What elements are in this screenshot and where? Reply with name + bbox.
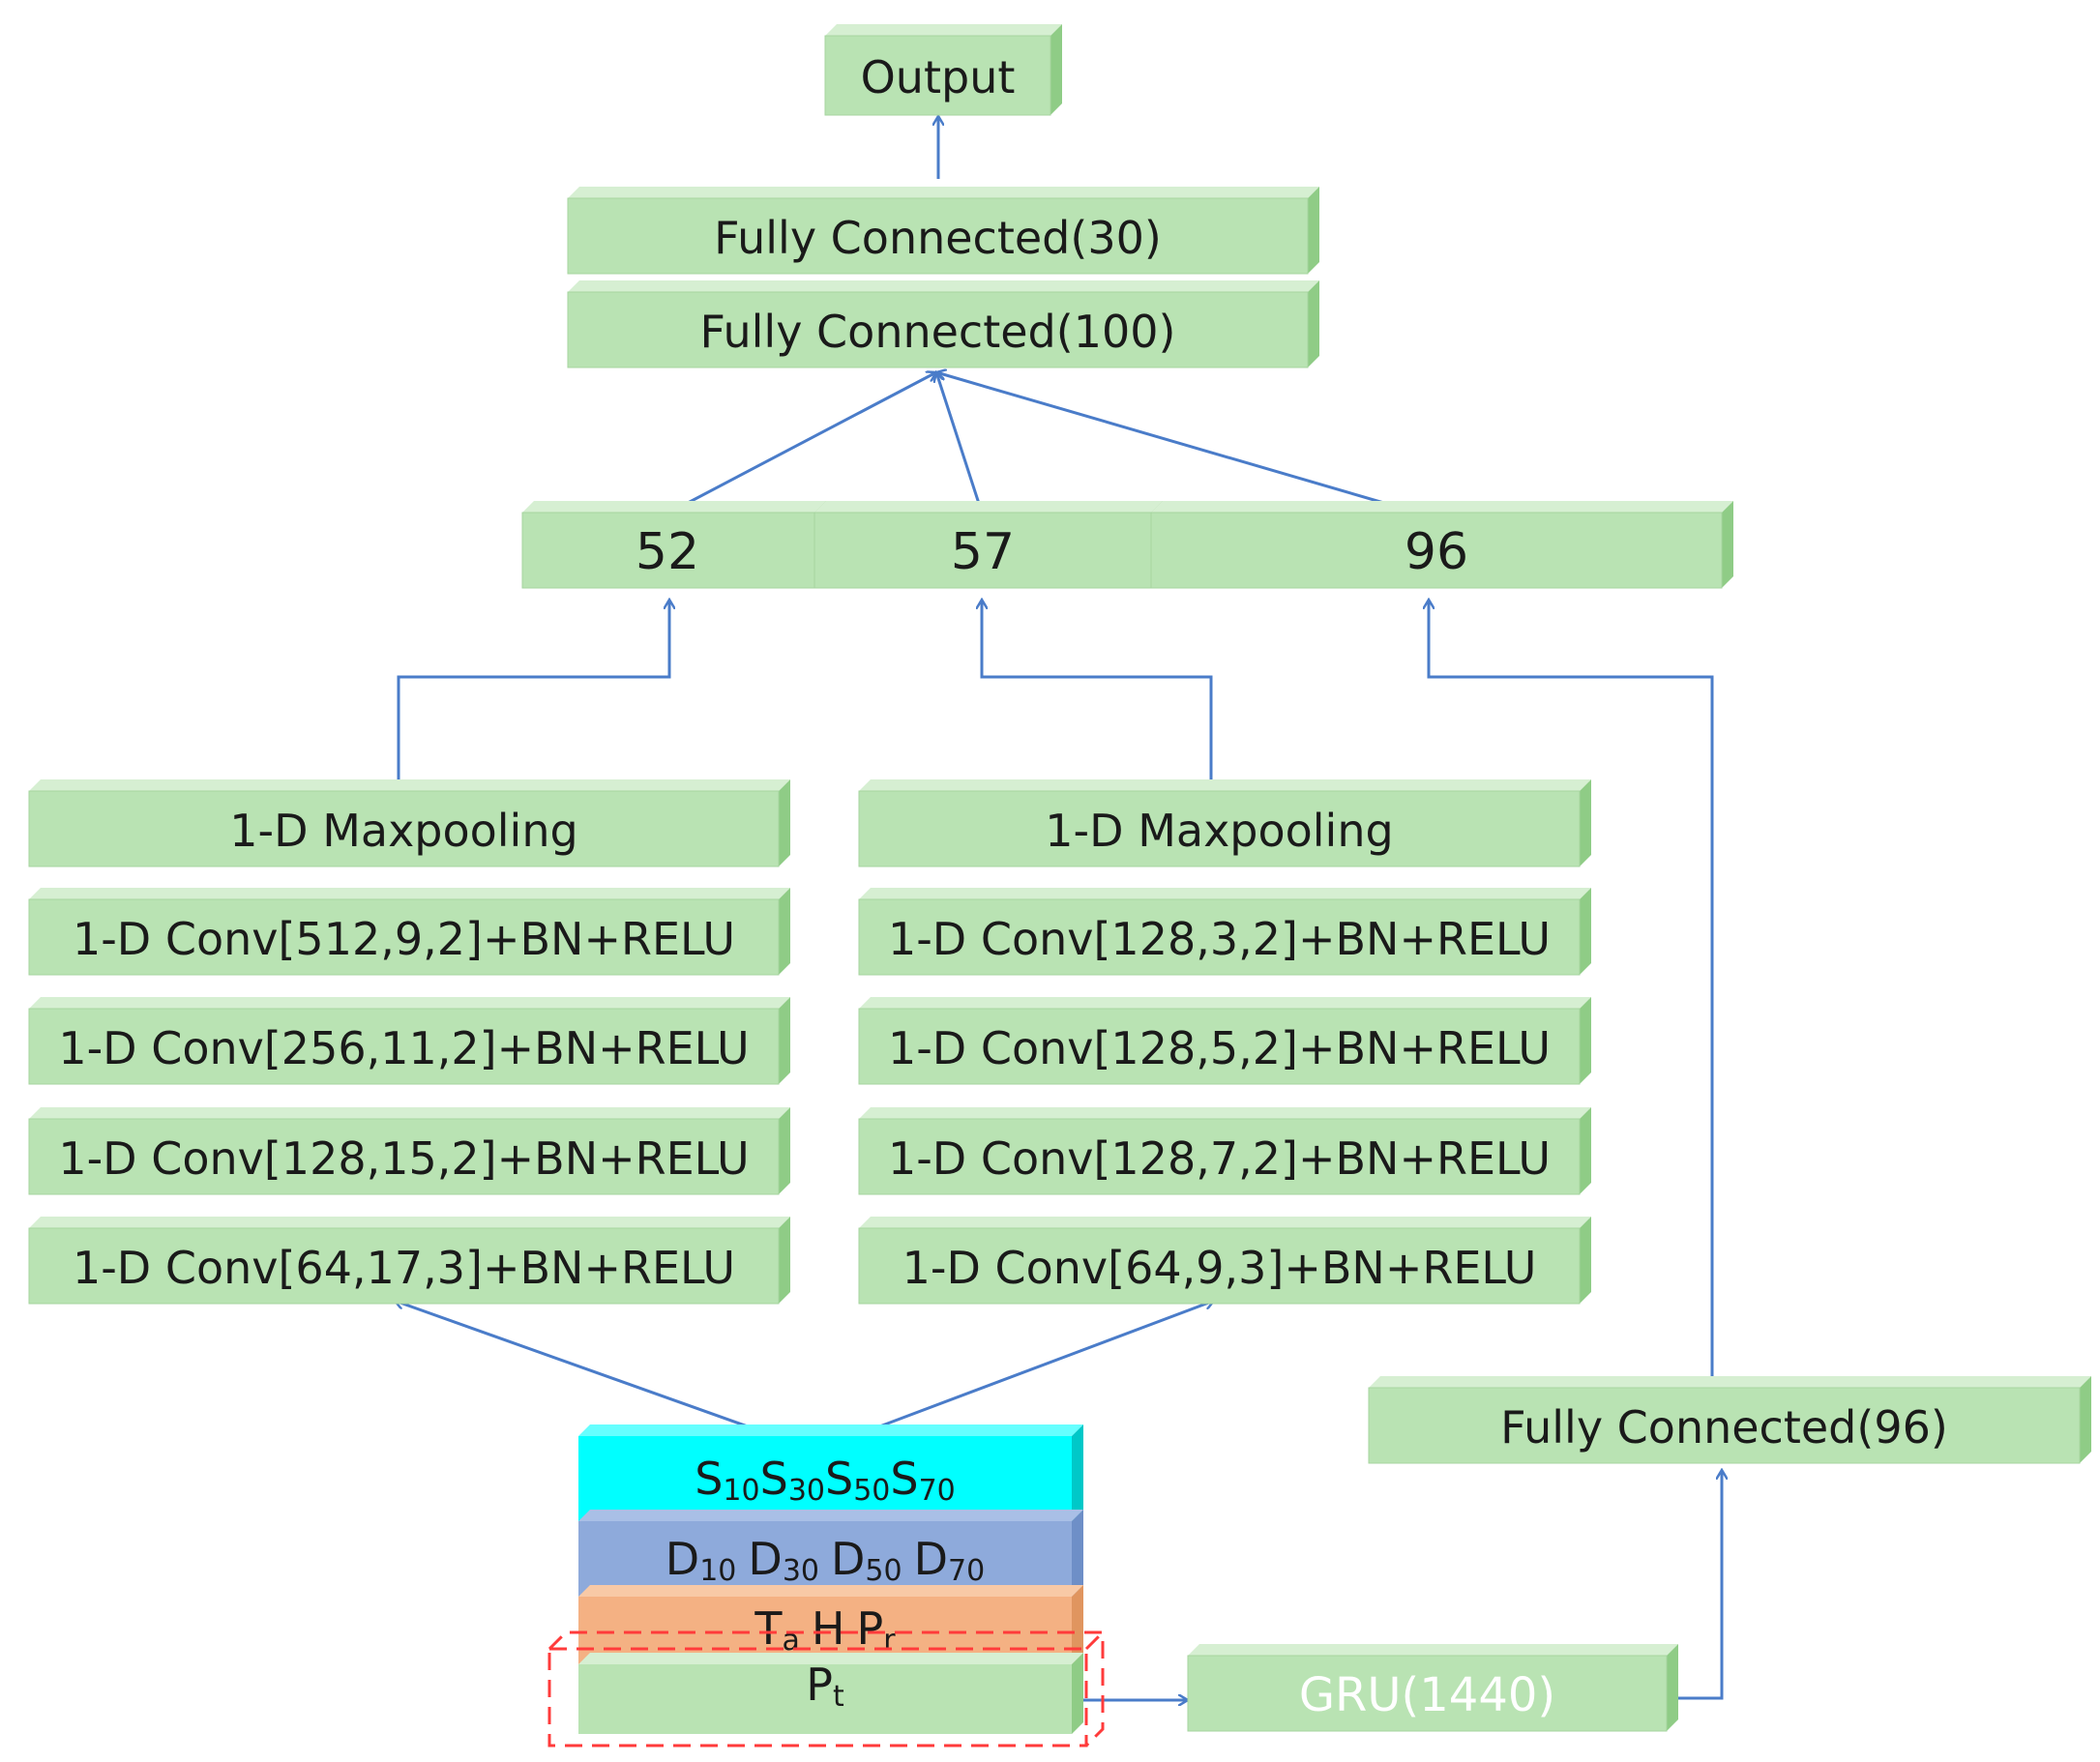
- connection-arrows: [395, 116, 1722, 1700]
- fully-connected-100-block-label: Fully Connected(100): [700, 306, 1176, 358]
- left-conv4-block: 1-D Conv[512,9,2]+BN+RELU: [28, 888, 790, 976]
- input-t-label: Ta​HPr​: [754, 1602, 896, 1658]
- input-t-label-symbol: P: [857, 1602, 884, 1655]
- input-s-label-symbol: S: [890, 1453, 918, 1505]
- input-s-label-symbol: S: [825, 1453, 853, 1505]
- mid-conv3-block-label: 1-D Conv[128,5,2]+BN+RELU: [888, 1022, 1551, 1074]
- arrow-left-branch-to-52: [397, 600, 669, 791]
- input-d-label-symbol: D: [831, 1533, 865, 1585]
- input-stack: S10​S30​S50​S70​ D10​D30​D50​D70​ Ta​HPr​P…: [547, 1424, 1105, 1747]
- mid-pool-block: 1-D Maxpooling: [858, 779, 1591, 867]
- arrow-gru-to-fc96: [1669, 1470, 1722, 1700]
- input-s-label-subscript: 30: [788, 1474, 825, 1508]
- left-pool-block: 1-D Maxpooling: [28, 779, 790, 867]
- concat-96-block: 96: [1150, 501, 1733, 589]
- left-conv4-block-label: 1-D Conv[512,9,2]+BN+RELU: [73, 913, 735, 965]
- gru-block-label: GRU(1440): [1299, 1668, 1555, 1722]
- input-t-label-symbol: H: [812, 1602, 845, 1655]
- mid-conv1-block: 1-D Conv[64,9,3]+BN+RELU: [858, 1217, 1591, 1305]
- input-s-label-symbol: S: [695, 1453, 723, 1505]
- fully-connected-30-block: Fully Connected(30): [567, 187, 1319, 275]
- mid-conv4-block: 1-D Conv[128,3,2]+BN+RELU: [858, 888, 1591, 976]
- arrow-fc96-to-96: [1429, 600, 1714, 1388]
- input-s-label-subscript: 50: [853, 1474, 890, 1508]
- mid-conv2-block: 1-D Conv[128,7,2]+BN+RELU: [858, 1107, 1591, 1195]
- input-s-label-subscript: 70: [919, 1474, 956, 1508]
- input-d-label-symbol: D: [748, 1533, 782, 1585]
- left-conv2-block: 1-D Conv[128,15,2]+BN+RELU: [28, 1107, 790, 1195]
- left-conv3-block-label: 1-D Conv[256,11,2]+BN+RELU: [58, 1022, 749, 1074]
- input-s-label-symbol: S: [760, 1453, 788, 1505]
- input-d-label-subscript: 10: [699, 1554, 736, 1588]
- fully-connected-30-block-label: Fully Connected(30): [714, 212, 1162, 264]
- input-p-layer: Pt​: [578, 1653, 1083, 1734]
- output-block: Output: [824, 24, 1062, 116]
- concat-52-block-label: 52: [636, 523, 699, 581]
- input-p-label-symbol: P: [806, 1659, 833, 1711]
- concat-52-block: 52: [521, 501, 826, 589]
- input-d-label-subscript: 30: [783, 1554, 819, 1588]
- concat-57-block-label: 57: [951, 523, 1015, 581]
- output-block-label: Output: [861, 51, 1016, 103]
- input-t-label-subscript: r: [883, 1624, 896, 1658]
- input-d-label-subscript: 50: [865, 1554, 902, 1588]
- input-t-layer: Ta​HPr​: [578, 1585, 1083, 1664]
- left-conv1-block-label: 1-D Conv[64,17,3]+BN+RELU: [73, 1242, 735, 1294]
- input-t-label-symbol: T: [754, 1602, 783, 1655]
- left-conv3-block: 1-D Conv[256,11,2]+BN+RELU: [28, 997, 790, 1085]
- input-d-label-subscript: 70: [948, 1554, 985, 1588]
- input-p-label: Pt​: [806, 1659, 844, 1714]
- input-d-label-symbol: D: [665, 1533, 699, 1585]
- mid-conv2-block-label: 1-D Conv[128,7,2]+BN+RELU: [888, 1132, 1551, 1185]
- input-s-layer: S10​S30​S50​S70​: [578, 1424, 1083, 1521]
- arrow-96-to-fc100: [936, 372, 1418, 514]
- arrow-52-to-fc100: [668, 372, 936, 514]
- mid-conv3-block: 1-D Conv[128,5,2]+BN+RELU: [858, 997, 1591, 1085]
- arrow-57-to-fc100: [936, 372, 984, 514]
- left-conv2-block-label: 1-D Conv[128,15,2]+BN+RELU: [58, 1132, 749, 1185]
- mid-pool-block-label: 1-D Maxpooling: [1045, 805, 1393, 857]
- input-d-label: D10​D30​D50​D70​: [665, 1533, 985, 1588]
- mid-conv4-block-label: 1-D Conv[128,3,2]+BN+RELU: [888, 913, 1551, 965]
- input-t-label-subscript: a: [783, 1624, 800, 1658]
- pt-dashed-box: [547, 1630, 1105, 1747]
- input-s-label-subscript: 10: [723, 1474, 759, 1508]
- concat-96-block-label: 96: [1405, 523, 1468, 581]
- input-d-label-symbol: D: [914, 1533, 948, 1585]
- mid-conv1-block-label: 1-D Conv[64,9,3]+BN+RELU: [902, 1242, 1537, 1294]
- fully-connected-100-block: Fully Connected(100): [567, 280, 1319, 368]
- input-d-layer: D10​D30​D50​D70​: [578, 1510, 1083, 1597]
- input-s-label: S10​S30​S50​S70​: [695, 1453, 956, 1508]
- left-pool-block-label: 1-D Maxpooling: [229, 805, 577, 857]
- fully-connected-96-block: Fully Connected(96): [1368, 1376, 2091, 1464]
- concat-57-block: 57: [813, 501, 1163, 589]
- gru-block: GRU(1440): [1187, 1644, 1678, 1732]
- fully-connected-96-block-label: Fully Connected(96): [1500, 1401, 1948, 1454]
- arrow-mid-branch-to-57: [982, 600, 1213, 791]
- input-p-label-subscript: t: [833, 1680, 844, 1714]
- left-conv1-block: 1-D Conv[64,17,3]+BN+RELU: [28, 1217, 790, 1305]
